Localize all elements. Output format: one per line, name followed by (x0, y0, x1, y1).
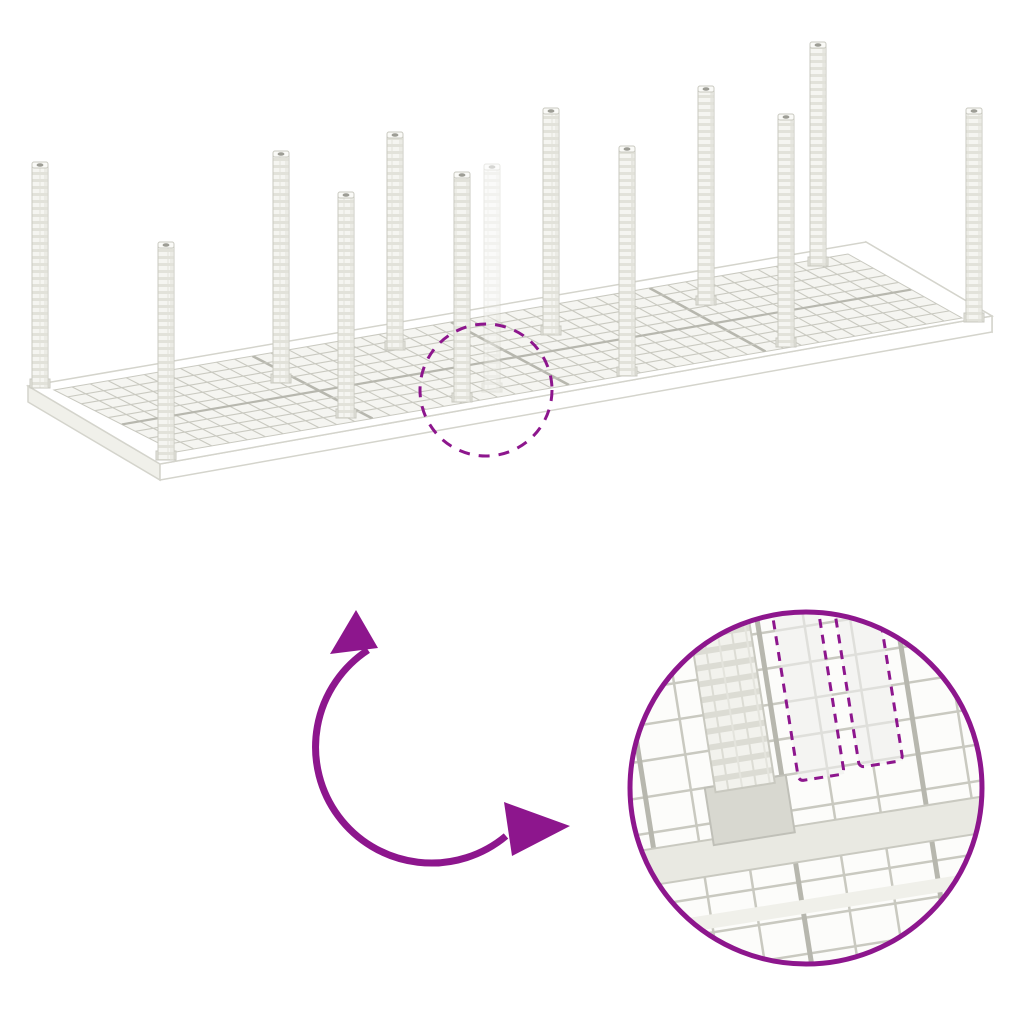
peg-shaft-shade (978, 112, 982, 322)
peg-hole (782, 115, 790, 119)
grid-cross-line (793, 262, 909, 328)
support-peg (155, 241, 177, 461)
peg-hole (391, 133, 399, 137)
peg-shaft-shade (496, 168, 500, 392)
grid-long-line (148, 303, 937, 439)
support-peg-ghost (481, 163, 503, 393)
magnified-wall-band-2 (630, 861, 982, 946)
grid-cross-line (450, 320, 570, 387)
ghost-slot-fill (830, 612, 903, 768)
grid-cross-line (198, 364, 320, 429)
peg-shaft-shade (555, 112, 559, 335)
support-peg (616, 145, 638, 377)
peg-shaft-shade (350, 196, 354, 418)
grid-cross-line (540, 306, 659, 371)
grid-cross-line (775, 265, 891, 331)
magnifier-clipped-area (630, 585, 982, 964)
grid-cross-line (829, 256, 945, 322)
peg-hole (623, 147, 631, 151)
rotation-arrow (312, 610, 570, 867)
peg-hole (277, 152, 285, 156)
support-pegs (29, 41, 985, 461)
support-peg (384, 131, 406, 351)
peg-shaft-shade (170, 246, 174, 460)
grid-long-line (81, 267, 874, 405)
grid-cross-line (667, 284, 784, 349)
peg-shaft-shade (790, 118, 794, 347)
support-peg (695, 85, 717, 306)
support-peg (807, 41, 829, 267)
support-peg (29, 161, 51, 389)
peg-shaft-shade (285, 155, 289, 383)
grid-cross-line (89, 383, 212, 447)
support-peg (963, 107, 985, 323)
grid-cross-line (631, 290, 748, 356)
grid-long-line (108, 281, 899, 419)
peg-shaft-shade (466, 176, 470, 402)
peg-shaft-shade (631, 150, 635, 376)
support-peg (775, 113, 797, 348)
peg-cap (483, 163, 501, 171)
magnified-wall-band (630, 787, 982, 896)
magnified-peg-hole (699, 591, 730, 604)
grid-cross-line (559, 302, 677, 368)
grid-cross-line (595, 296, 713, 362)
peg-shaft-shade (44, 166, 48, 388)
grid-cross-line (234, 358, 355, 423)
rotation-arrow-head-bottom-icon (504, 802, 570, 856)
grid-cross-line (414, 327, 534, 392)
peg-hole (458, 173, 466, 177)
peg-shaft-shade (822, 46, 826, 266)
peg-shaft-shade (710, 90, 714, 305)
grid-cross-line (811, 259, 927, 325)
ghost-slot-dashed-outline (767, 612, 846, 782)
grid-cross-line (486, 315, 605, 380)
rotation-arrow-arc (312, 647, 509, 867)
peg-hole (488, 165, 496, 169)
grid-cross-line (739, 272, 856, 337)
peg-hole (342, 193, 350, 197)
grid-cross-line (342, 340, 463, 404)
peg-shaft (483, 167, 501, 393)
peg-hole (547, 109, 555, 113)
magnified-grid-line (630, 612, 640, 964)
grid-cross-line (162, 370, 284, 435)
grid-cross-line (648, 286, 767, 353)
magnified-grid-detail (630, 585, 982, 964)
magnifier-inset (627, 585, 985, 967)
support-peg (270, 150, 292, 384)
peg-hole (814, 43, 822, 47)
grid-cross-line (216, 361, 338, 426)
grid-cross-line (306, 346, 427, 410)
magnified-grid-line (974, 612, 982, 964)
grid-cross-line (504, 312, 623, 377)
magnifier-ring (627, 609, 985, 967)
magnified-grid-line (630, 771, 982, 845)
support-peg (451, 171, 473, 403)
peg-hole (970, 109, 978, 113)
rotation-arrow-head-top-icon (330, 610, 378, 654)
peg-shaft-shade (399, 136, 403, 350)
ghost-slot-fill (767, 612, 845, 782)
magnified-peg-cap (680, 585, 749, 609)
peg-hole (162, 243, 170, 247)
peg-hole (36, 163, 44, 167)
grid-cross-line (703, 278, 820, 343)
support-peg (335, 191, 357, 419)
highlight-dashed-circle (418, 322, 554, 458)
grid-cross-line (577, 299, 695, 365)
grid-cross-line (180, 367, 302, 432)
support-peg (540, 107, 562, 336)
grid-cross-line (757, 268, 873, 334)
grid-long-line (162, 310, 950, 446)
grid-cross-line (125, 377, 248, 441)
peg-hole (702, 87, 710, 91)
grid-cross-line (270, 352, 391, 416)
